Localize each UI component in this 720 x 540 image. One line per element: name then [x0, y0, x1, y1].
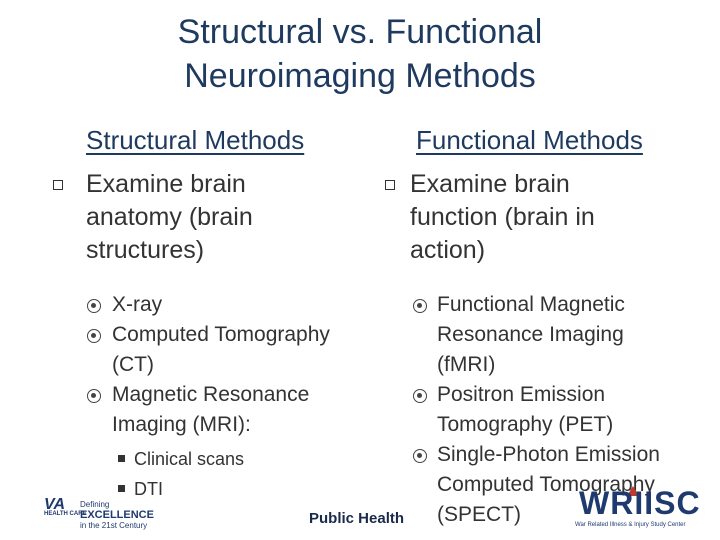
wriisc-logo: WRIISC War Related Illness & Injury Stud… [575, 486, 715, 534]
wriisc-wordmark: WRIISC [579, 485, 701, 521]
structural-desc-line-1: Examine brain [86, 170, 246, 198]
fmri-label-line-1: Functional Magnetic [437, 293, 625, 316]
list-item-fmri: Functional Magnetic Resonance Imaging (f… [413, 290, 707, 380]
title-line-2: Neuroimaging Methods [184, 57, 536, 95]
gear-bullet-icon [413, 299, 427, 313]
list-item-xray: X-ray [87, 290, 362, 320]
gear-bullet-icon [87, 389, 101, 403]
dti-label: DTI [134, 479, 163, 499]
functional-desc-line-3: action) [410, 236, 486, 264]
slide-title: Structural vs. Functional Neuroimaging M… [60, 10, 660, 98]
pet-label-line-2: Tomography (PET) [437, 413, 614, 436]
va-mark-text: VA [44, 496, 66, 513]
structural-desc-line-3: structures) [86, 236, 205, 264]
square-bullet-icon [385, 180, 395, 190]
list-item-ct: Computed Tomography (CT) [87, 320, 362, 380]
functional-methods-list: Functional Magnetic Resonance Imaging (f… [413, 290, 707, 530]
title-line-1: Structural vs. Functional [177, 13, 543, 51]
va-excellence-text: EXCELLENCE [80, 509, 154, 521]
spect-label-line-1: Single-Photon Emission [437, 443, 660, 466]
wriisc-subtitle: War Related Illness & Injury Study Cente… [575, 522, 686, 528]
spect-label-line-3: (SPECT) [437, 503, 521, 526]
fmri-label-line-3: (fMRI) [437, 353, 496, 376]
va-health-care-logo: VA HEALTH CARE Defining EXCELLENCE in th… [44, 496, 154, 531]
gear-bullet-icon [413, 449, 427, 463]
list-item-spect: Single-Photon Emission Computed Tomograp… [413, 440, 707, 530]
square-bullet-icon [118, 485, 125, 492]
list-item-dti: DTI [118, 474, 314, 504]
square-bullet-icon [118, 455, 125, 462]
gear-bullet-icon [413, 389, 427, 403]
functional-desc-line-1: Examine brain [410, 170, 570, 198]
va-sub-text: HEALTH CARE [44, 511, 87, 517]
structural-description: Examine brain anatomy (brain structures) [86, 168, 253, 267]
va-mark: VA HEALTH CARE [44, 496, 87, 518]
va-tagline: Defining EXCELLENCE in the 21st Century [80, 500, 154, 530]
list-item-clinical-scans: Clinical scans [118, 444, 314, 474]
xray-label: X-ray [112, 293, 163, 316]
ct-label-line-2: (CT) [112, 353, 154, 376]
fmri-label-line-2: Resonance Imaging [437, 323, 624, 346]
pet-label-line-1: Positron Emission [437, 383, 606, 406]
wriisc-accent-icon [627, 486, 639, 496]
structural-methods-list: X-ray Computed Tomography (CT) Magnetic … [87, 290, 362, 440]
va-defining-text: Defining [80, 500, 110, 509]
functional-desc-line-2: function (brain in [410, 203, 595, 231]
mri-sub-list: Clinical scans DTI [118, 444, 314, 504]
list-item-pet: Positron Emission Tomography (PET) [413, 380, 707, 440]
functional-methods-heading: Functional Methods [416, 125, 643, 155]
gear-bullet-icon [87, 329, 101, 343]
list-item-mri: Magnetic Resonance Imaging (MRI): [87, 380, 362, 440]
structural-methods-heading: Structural Methods [86, 125, 305, 155]
gear-bullet-icon [87, 299, 101, 313]
structural-desc-line-2: anatomy (brain [86, 203, 253, 231]
functional-description: Examine brain function (brain in action) [410, 168, 595, 267]
square-bullet-icon [53, 180, 63, 190]
clinical-scans-label: Clinical scans [134, 449, 245, 469]
spect-label-line-2: Computed Tomography [437, 473, 655, 496]
va-century-text: in the 21st Century [80, 521, 148, 530]
mri-label-line-2: Imaging (MRI): [112, 413, 251, 436]
public-health-label: Public Health [309, 510, 405, 527]
ct-label-line-1: Computed Tomography [112, 323, 330, 346]
mri-label-line-1: Magnetic Resonance [112, 383, 310, 406]
